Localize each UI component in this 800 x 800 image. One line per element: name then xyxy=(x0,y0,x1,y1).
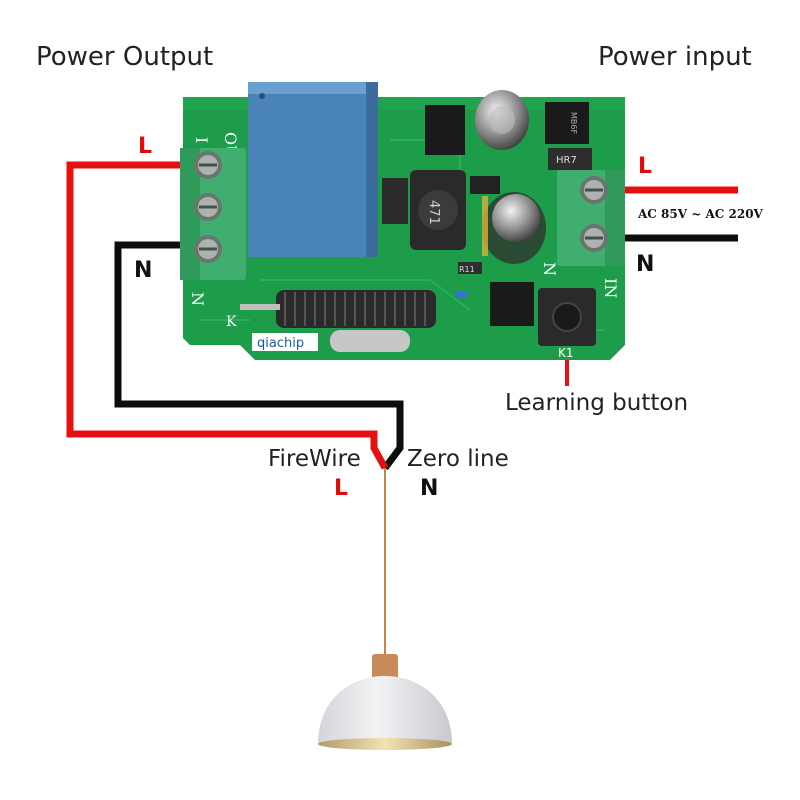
svg-text:N: N xyxy=(540,262,559,276)
output-neutral-letter: N xyxy=(134,258,153,283)
voltage-label: AC 85V ~ AC 220V xyxy=(638,207,763,221)
output-terminal-block xyxy=(180,148,246,280)
button-ref: K1 xyxy=(558,346,574,360)
ic-chip-1 xyxy=(425,105,465,155)
svg-text:I: I xyxy=(192,137,211,143)
antenna-silkscreen: K xyxy=(226,314,237,330)
antenna-coil xyxy=(240,290,436,328)
inductor: 471 xyxy=(410,170,466,250)
diode xyxy=(382,178,408,224)
relay xyxy=(248,82,378,257)
zero-line-label: Zero line xyxy=(407,446,509,472)
live-output-wire xyxy=(66,161,389,470)
neutral-output-wire xyxy=(114,241,404,471)
receiver-board: OUT I N IN N K xyxy=(180,82,625,360)
inductor-code: 471 xyxy=(426,200,441,225)
firewire-label: FireWire xyxy=(268,446,361,472)
learning-button-component: K1 xyxy=(538,288,596,360)
output-live-letter: L xyxy=(138,134,153,159)
learning-button-label: Learning button xyxy=(505,390,689,416)
input-neutral-letter: N xyxy=(636,252,655,277)
pendant-lamp xyxy=(318,654,452,750)
ic-chip-2 xyxy=(490,282,534,326)
input-terminal-block xyxy=(557,170,625,266)
power-output-label: Power Output xyxy=(36,42,214,72)
input-live-letter: L xyxy=(638,154,653,179)
brand-label: qiachip xyxy=(257,336,304,351)
in-silkscreen: IN xyxy=(601,278,620,298)
power-input-label: Power input xyxy=(598,42,752,72)
led xyxy=(455,292,467,298)
brand-label-box xyxy=(252,333,318,351)
lamp-live-letter: L xyxy=(334,476,349,501)
resistor-r11: R11 xyxy=(458,262,482,274)
crystal xyxy=(330,330,410,352)
n-pin-silkscreen: N xyxy=(188,292,207,306)
svg-text:HR7: HR7 xyxy=(556,155,577,166)
svg-text:MB6F: MB6F xyxy=(569,112,578,134)
resistor-hr7: HR7 xyxy=(548,148,592,170)
lamp-neutral-letter: N xyxy=(420,476,439,501)
diode-2 xyxy=(470,176,500,194)
capacitor-small xyxy=(482,192,546,264)
capacitor-large xyxy=(475,90,529,150)
svg-text:R11: R11 xyxy=(459,265,475,274)
bridge-rectifier: MB6F xyxy=(545,102,589,144)
